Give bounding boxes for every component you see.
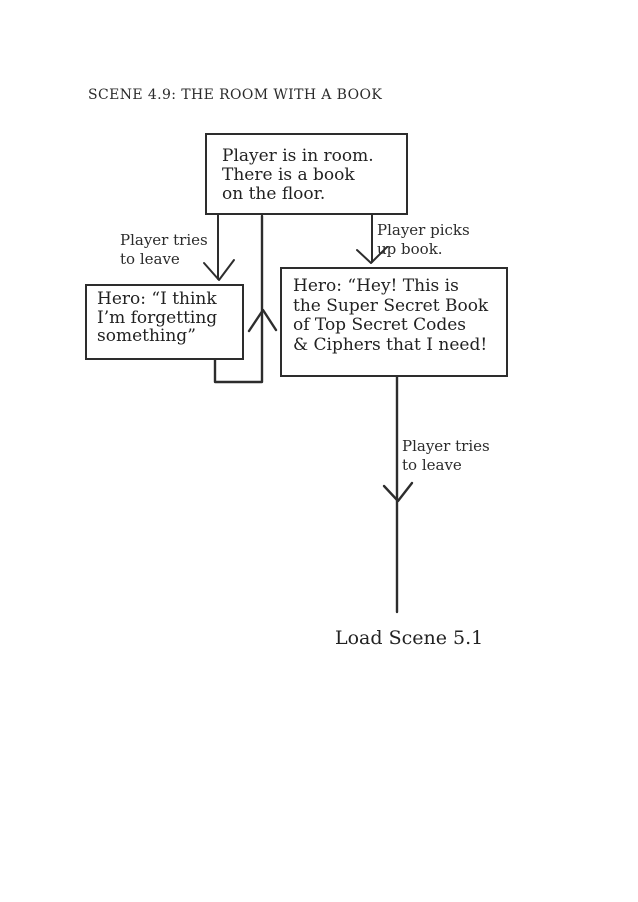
- terminal-load-scene: Load Scene 5.1: [335, 627, 484, 649]
- node-forgetting: Hero: “I think I’m forgetting something”: [85, 284, 244, 360]
- arrowhead-up-icon: [247, 308, 278, 333]
- node-book-line: the Super Secret Book: [293, 295, 489, 316]
- node-book-line: Hero: “Hey! This is: [293, 276, 459, 296]
- edge-label-line: Player picks: [377, 221, 470, 239]
- node-room-line: There is a book: [222, 165, 355, 185]
- edge-room-to-book: [356, 214, 388, 264]
- edge-book-to-load-scene: [367, 373, 414, 614]
- edge-line: [367, 373, 399, 614]
- arrowhead-down-icon: [356, 246, 388, 264]
- edge-label-line: to leave: [120, 250, 180, 268]
- node-book-line: & Ciphers that I need!: [293, 334, 488, 355]
- edge-label-line: Player tries: [120, 231, 208, 249]
- edge-label-player-tries-to-leave-bottom: Player tries to leave: [402, 437, 490, 475]
- arrowhead-down-icon: [382, 481, 414, 503]
- edge-label-player-picks-up-book: Player picks up book.: [377, 221, 470, 259]
- edge-label-line: to leave: [402, 456, 462, 474]
- edge-room-to-forgetting: [203, 214, 235, 281]
- page-title: SCENE 4.9: THE ROOM WITH A BOOK: [88, 87, 383, 103]
- node-room: Player is in room. There is a book on th…: [205, 133, 408, 215]
- edge-forgetting-return-to-room: [213, 214, 278, 384]
- node-forgetting-line: I’m forgetting: [97, 307, 218, 328]
- edge-label-player-tries-to-leave-left: Player tries to leave: [120, 231, 208, 269]
- node-forgetting-line: something”: [97, 326, 196, 346]
- arrowhead-down-icon: [203, 259, 235, 281]
- edge-line: [213, 214, 264, 384]
- node-book: Hero: “Hey! This is the Super Secret Boo…: [280, 267, 508, 377]
- node-room-line: Player is in room.: [222, 146, 374, 166]
- edge-label-line: Player tries: [402, 437, 490, 455]
- node-room-line: on the floor.: [222, 184, 326, 204]
- node-forgetting-line: Hero: “I think: [97, 289, 217, 309]
- edge-label-line: up book.: [377, 240, 443, 258]
- node-book-line: of Top Secret Codes: [293, 315, 467, 335]
